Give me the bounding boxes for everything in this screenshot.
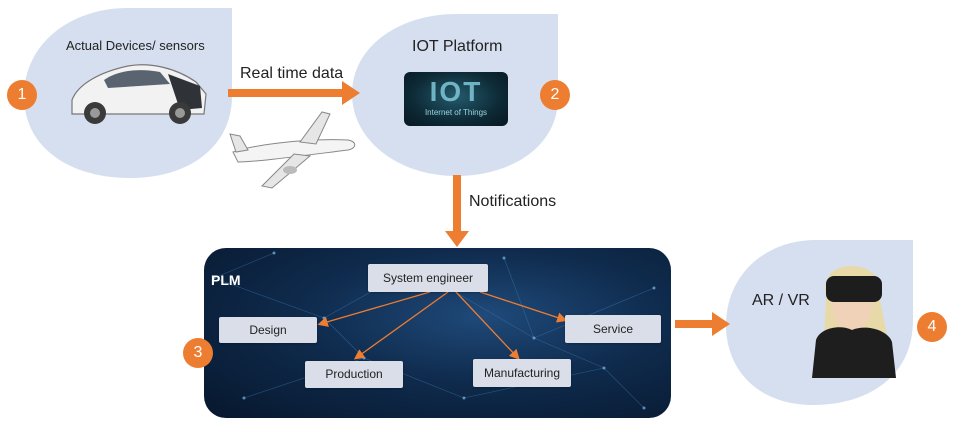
realtime-label: Real time data: [240, 65, 344, 82]
step-badge-4: 4: [917, 312, 947, 342]
notifications-label: Notifications: [469, 193, 557, 210]
arrow-to-arvr: [675, 312, 730, 336]
iot-image: IOT Internet of Things: [404, 72, 508, 126]
devices-label: Actual Devices/ sensors: [66, 38, 205, 53]
iot-image-subtext: Internet of Things: [424, 108, 488, 117]
arrow-realtime: [228, 81, 360, 105]
node-system-engineer: System engineer: [368, 264, 488, 292]
plm-label: PLM: [211, 272, 241, 288]
step-badge-1: 1: [7, 80, 37, 110]
node-manufacturing: Manufacturing: [473, 359, 571, 387]
car-image: [71, 64, 207, 124]
node-production: Production: [305, 361, 403, 388]
airplane-image: [229, 111, 356, 189]
step-badge-3: 3: [183, 338, 213, 368]
node-service: Service: [565, 315, 661, 343]
arvr-cloud: [726, 240, 913, 405]
arrow-notifications: [445, 175, 469, 247]
iot-label: IOT Platform: [412, 38, 503, 55]
step-badge-2: 2: [540, 80, 570, 110]
arvr-label: AR / VR: [752, 292, 810, 309]
vr-person-image: [812, 266, 896, 378]
node-design: Design: [219, 317, 317, 343]
iot-image-text: IOT: [429, 76, 483, 107]
